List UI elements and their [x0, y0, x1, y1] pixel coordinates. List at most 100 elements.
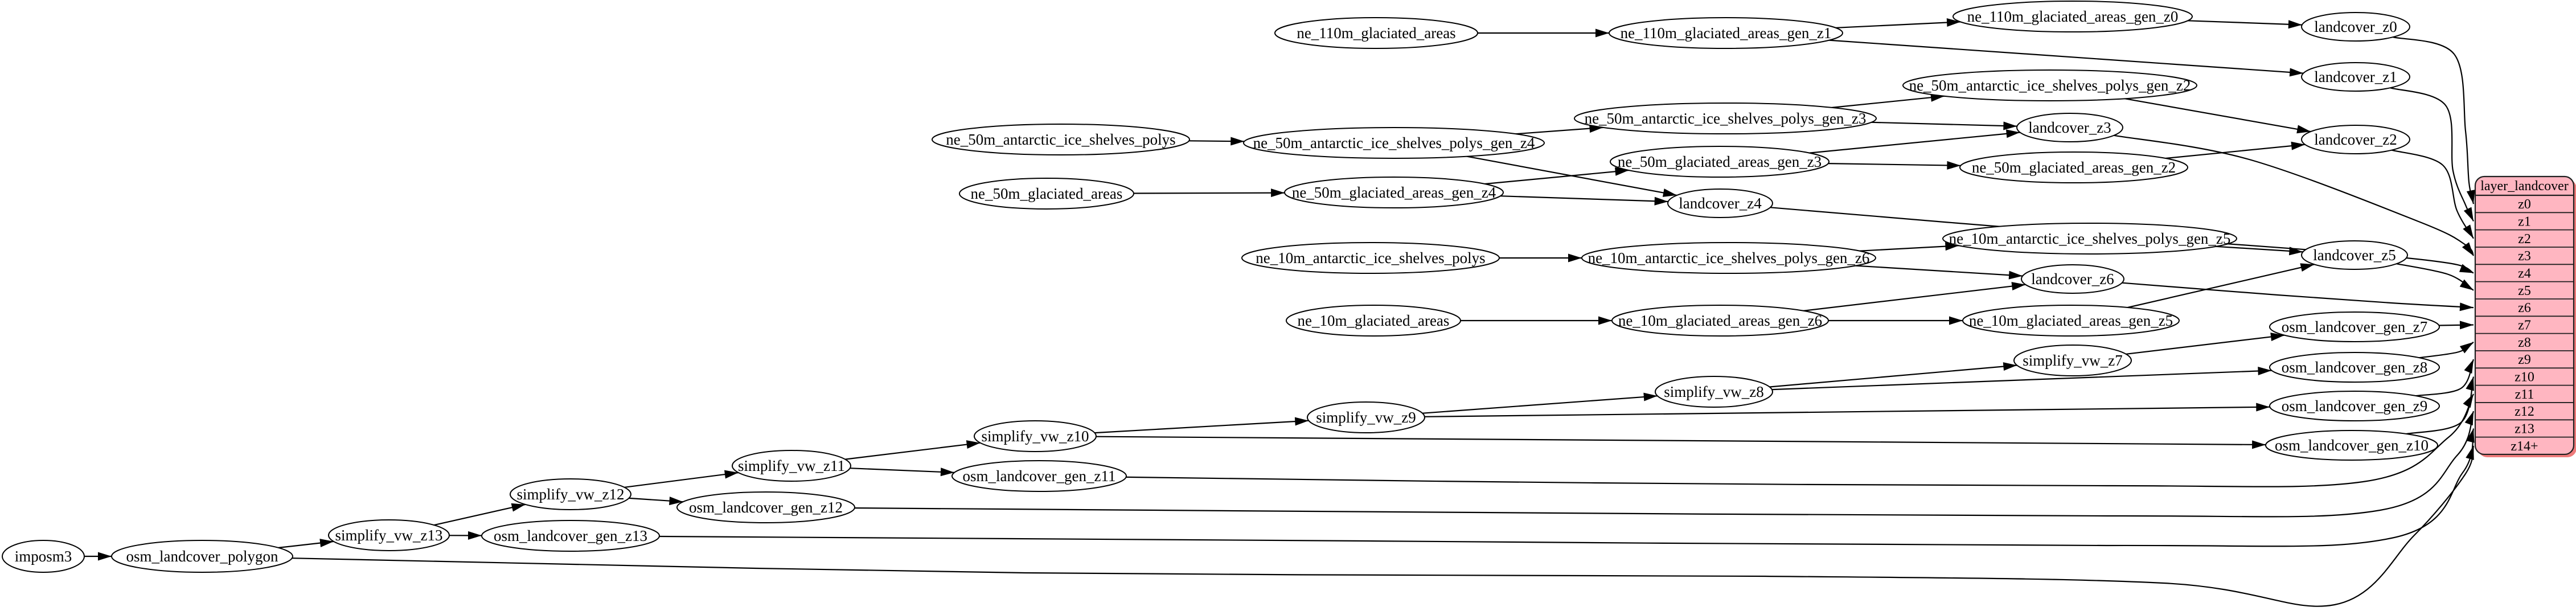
table-row-z3: z3 [2518, 249, 2531, 264]
node-landcover_z4: landcover_z4 [1667, 188, 1773, 218]
table-row-z9: z9 [2518, 352, 2531, 367]
edge-osm_landcover_gen_z13--table-z13 [659, 428, 2475, 547]
edge-osm_landcover_gen_z10--table-z10 [2406, 376, 2475, 435]
node-simplify_vw_z12: simplify_vw_z12 [510, 478, 631, 510]
node-label-landcover_z2: landcover_z2 [2314, 131, 2397, 148]
node-label-ne_50m_antarctic_ice_shelves_polys_gen_z2: ne_50m_antarctic_ice_shelves_polys_gen_z… [1909, 77, 2191, 94]
edge-simplify_vw_z12--simplify_vw_z11 [624, 470, 739, 488]
edge-osm_landcover_gen_z7--table-z7 [2439, 321, 2474, 330]
node-label-osm_landcover_gen_z11: osm_landcover_gen_z11 [963, 468, 1116, 485]
edge-ne_10m_antarctic_ice_shelves_polys_gen_z6--landcover_z6 [1855, 265, 2023, 280]
table-row-label-z1: z1 [2518, 214, 2531, 229]
node-ellipse-osm_landcover_gen_z13 [481, 520, 660, 552]
node-ellipse-osm_landcover_gen_z10 [2265, 430, 2438, 461]
node-simplify_vw_z11: simplify_vw_z11 [732, 450, 851, 482]
edge-osm_landcover_polygon--table-z14plus [292, 445, 2475, 607]
edge-ne_50m_antarctic_ice_shelves_polys_gen_z3--ne_50m_antarctic_ice_shelves_polys_gen_z2 [1832, 93, 1945, 108]
table-row-label-z5: z5 [2518, 284, 2531, 298]
node-label-landcover_z6: landcover_z6 [2031, 270, 2114, 288]
node-label-imposm3: imposm3 [15, 548, 72, 565]
node-ellipse-ne_50m_glaciated_areas_gen_z3 [1610, 146, 1830, 178]
node-ellipse-osm_landcover_gen_z7 [2269, 311, 2440, 342]
edge-ne_10m_glaciated_areas_gen_z6--landcover_z6 [1803, 282, 2026, 311]
node-landcover_z6: landcover_z6 [2021, 264, 2124, 294]
node-ellipse-imposm3 [2, 540, 85, 573]
node-ellipse-ne_10m_glaciated_areas_gen_z5 [1962, 305, 2180, 337]
node-ne_50m_antarctic_ice_shelves_polys: ne_50m_antarctic_ice_shelves_polys [932, 124, 1190, 155]
node-label-simplify_vw_z10: simplify_vw_z10 [982, 428, 1089, 445]
node-label-osm_landcover_gen_z12: osm_landcover_gen_z12 [689, 499, 843, 516]
table-row-z13: z13 [2515, 421, 2534, 436]
edge-simplify_vw_z13--simplify_vw_z12 [434, 503, 526, 526]
node-landcover_z5: landcover_z5 [2301, 240, 2408, 270]
node-landcover_z1: landcover_z1 [2301, 62, 2410, 92]
edge-landcover_z5--table-z5 [2396, 263, 2474, 291]
node-osm_landcover_gen_z12: osm_landcover_gen_z12 [676, 491, 855, 523]
node-label-ne_50m_antarctic_ice_shelves_polys_gen_z3: ne_50m_antarctic_ice_shelves_polys_gen_z… [1585, 110, 1867, 127]
node-label-landcover_z5: landcover_z5 [2313, 247, 2395, 264]
node-ellipse-simplify_vw_z13 [328, 519, 450, 551]
edge-ne_50m_antarctic_ice_shelves_polys_gen_z4--ne_50m_antarctic_ice_shelves_polys_gen_z3 [1515, 124, 1603, 135]
edge-osm_landcover_gen_z12--table-z12 [854, 411, 2475, 518]
node-ellipse-simplify_vw_z10 [974, 420, 1097, 452]
node-label-ne_10m_glaciated_areas_gen_z6: ne_10m_glaciated_areas_gen_z6 [1618, 312, 1822, 329]
table-row-label-z3: z3 [2518, 249, 2531, 264]
node-label-ne_50m_glaciated_areas_gen_z3: ne_50m_glaciated_areas_gen_z3 [1618, 153, 1822, 170]
table-row-z14plus: z14+ [2511, 439, 2538, 454]
table-row-label-z12: z12 [2515, 404, 2534, 419]
edge-ne_10m_glaciated_areas_gen_z5--landcover_z5 [2127, 263, 2315, 309]
edge-ne_50m_antarctic_ice_shelves_polys_gen_z3--landcover_z3 [1871, 121, 2017, 130]
node-ellipse-landcover_z1 [2301, 62, 2410, 92]
table-row-z0: z0 [2518, 197, 2531, 212]
edge-landcover_z1--table-z1 [2390, 87, 2474, 222]
node-ellipse-ne_10m_antarctic_ice_shelves_polys [1241, 242, 1500, 274]
node-ellipse-ne_50m_glaciated_areas_gen_z2 [1959, 151, 2188, 183]
edge-ne_10m_antarctic_ice_shelves_polys_gen_z5--landcover_z5 [2216, 245, 2303, 256]
edge-ne_50m_glaciated_areas_gen_z4--ne_50m_glaciated_areas_gen_z3 [1484, 167, 1629, 185]
table-row-z12: z12 [2515, 404, 2534, 419]
node-osm_landcover_gen_z8: osm_landcover_gen_z8 [2269, 352, 2440, 383]
node-simplify_vw_z7: simplify_vw_z7 [2013, 345, 2132, 376]
node-label-simplify_vw_z12: simplify_vw_z12 [517, 486, 625, 503]
node-label-ne_110m_glaciated_areas_gen_z1: ne_110m_glaciated_areas_gen_z1 [1621, 24, 1832, 42]
edge-ne_50m_glaciated_areas_gen_z3--ne_50m_glaciated_areas_gen_z2 [1828, 161, 1961, 170]
node-label-ne_10m_antarctic_ice_shelves_polys_gen_z5: ne_10m_antarctic_ice_shelves_polys_gen_z… [1949, 230, 2231, 247]
node-ellipse-ne_50m_antarctic_ice_shelves_polys_gen_z4 [1243, 127, 1545, 159]
node-label-osm_landcover_gen_z13: osm_landcover_gen_z13 [494, 527, 647, 544]
node-ellipse-simplify_vw_z7 [2013, 345, 2132, 376]
table-layer-landcover: layer_landcoverz0z1z2z3z4z5z6z7z8z9z10z1… [2474, 175, 2576, 457]
node-ellipse-simplify_vw_z11 [732, 450, 851, 482]
node-ellipse-ne_10m_glaciated_areas_gen_z6 [1611, 305, 1829, 337]
node-ellipse-ne_50m_antarctic_ice_shelves_polys_gen_z3 [1574, 102, 1877, 134]
edge-simplify_vw_z9--osm_landcover_gen_z9 [1424, 403, 2270, 417]
node-label-osm_landcover_polygon: osm_landcover_polygon [126, 548, 278, 565]
node-ne_50m_antarctic_ice_shelves_polys_gen_z4: ne_50m_antarctic_ice_shelves_polys_gen_z… [1243, 127, 1545, 159]
table-row-label-z4: z4 [2518, 266, 2531, 281]
node-ellipse-osm_landcover_gen_z8 [2269, 352, 2440, 383]
node-ne_50m_glaciated_areas_gen_z3: ne_50m_glaciated_areas_gen_z3 [1610, 146, 1830, 178]
node-ellipse-landcover_z0 [2301, 12, 2410, 42]
node-simplify_vw_z10: simplify_vw_z10 [974, 420, 1097, 452]
node-ellipse-ne_10m_glaciated_areas [1286, 305, 1461, 337]
node-label-osm_landcover_gen_z7: osm_landcover_gen_z7 [2282, 318, 2427, 335]
node-label-ne_110m_glaciated_areas: ne_110m_glaciated_areas [1297, 24, 1455, 42]
edge-simplify_vw_z8--osm_landcover_gen_z8 [1771, 367, 2272, 391]
node-label-ne_50m_glaciated_areas: ne_50m_glaciated_areas [971, 185, 1123, 202]
table-row-label-z2: z2 [2518, 232, 2531, 247]
node-ne_10m_glaciated_areas_gen_z5: ne_10m_glaciated_areas_gen_z5 [1962, 305, 2180, 337]
node-osm_landcover_gen_z7: osm_landcover_gen_z7 [2269, 311, 2440, 342]
table-row-z8: z8 [2518, 335, 2531, 350]
table-row-z1: z1 [2518, 214, 2531, 229]
node-landcover_z2: landcover_z2 [2301, 125, 2410, 154]
node-ellipse-osm_landcover_gen_z9 [2269, 391, 2440, 421]
edge-simplify_vw_z12--osm_landcover_gen_z12 [629, 497, 683, 506]
edge-ne_50m_glaciated_areas--ne_50m_glaciated_areas_gen_z4 [1133, 188, 1285, 198]
node-label-landcover_z0: landcover_z0 [2314, 18, 2397, 35]
table-row-label-z0: z0 [2518, 197, 2531, 212]
edge-ne_50m_glaciated_areas_gen_z3--landcover_z3 [1809, 129, 2020, 154]
node-layer: ne_110m_glaciated_areas ne_110m_glaciated… [2, 1, 2440, 573]
node-label-ne_10m_glaciated_areas_gen_z5: ne_10m_glaciated_areas_gen_z5 [1969, 312, 2173, 329]
node-osm_landcover_polygon: osm_landcover_polygon [111, 540, 293, 573]
node-label-osm_landcover_gen_z10: osm_landcover_gen_z10 [2275, 437, 2429, 454]
